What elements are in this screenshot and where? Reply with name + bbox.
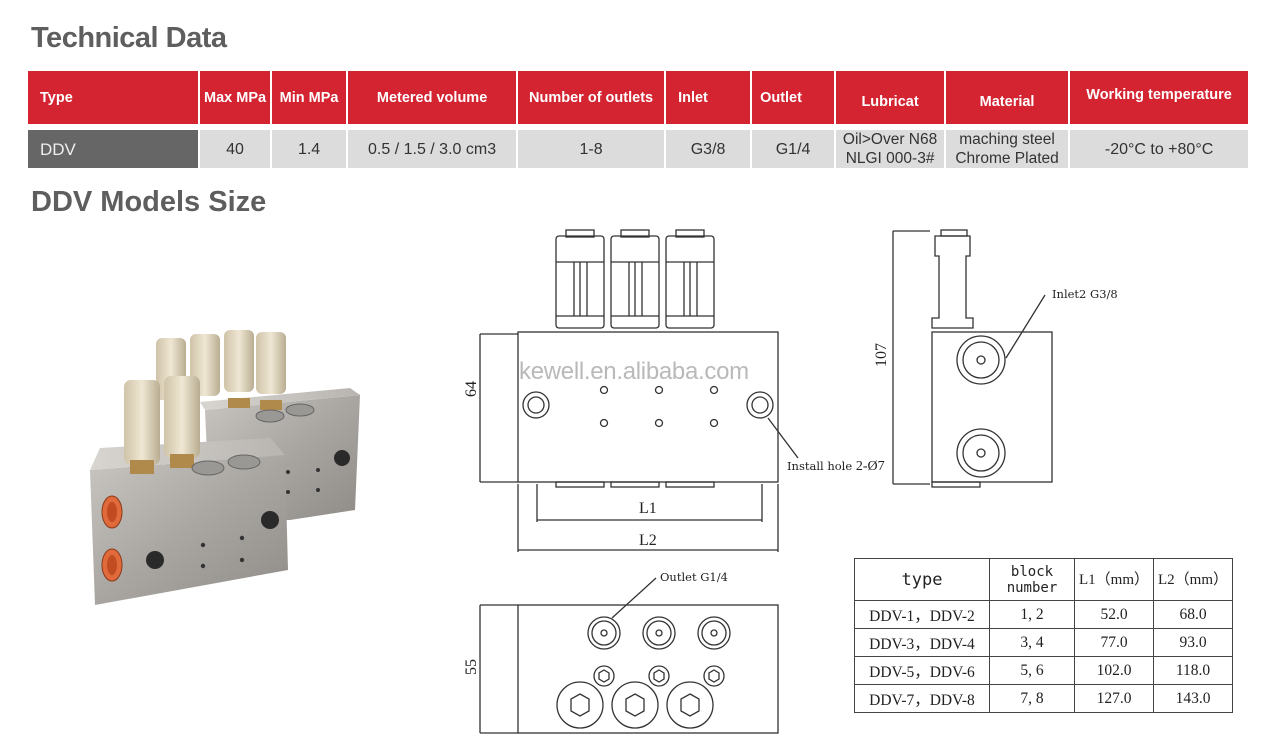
tech-table-header-row: Type Max MPa Min MPa Metered volume Numb… <box>28 71 1249 130</box>
outlet-label: Outlet G1/4 <box>660 570 728 584</box>
table-row: DDV-1，DDV-2 1, 2 52.0 68.0 <box>854 600 1233 629</box>
th-metered-volume: Metered volume <box>348 71 517 130</box>
cell-metered-volume: 0.5 / 1.5 / 3.0 cm3 <box>348 130 517 168</box>
th-number-of-outlets: Number of outlets <box>518 71 665 130</box>
cell-outlet: G1/4 <box>752 130 835 168</box>
cell-block: 3, 4 <box>989 628 1075 657</box>
material-line-2: Chrome Plated <box>955 150 1059 167</box>
th-l2: L2（mm） <box>1153 558 1233 601</box>
cell-block: 1, 2 <box>989 600 1075 629</box>
product-photo <box>90 330 360 605</box>
th-working-temperature: Working temperature <box>1070 71 1249 130</box>
lubricant-line-2: NLGI 000-3# <box>845 150 935 167</box>
size-table-header-row: type block number L1（mm） L2（mm） <box>854 558 1233 601</box>
cell-l2: 68.0 <box>1153 600 1233 629</box>
th-size-type: type <box>854 558 990 601</box>
tech-table-row: DDV 40 1.4 0.5 / 1.5 / 3.0 cm3 1-8 G3/8 … <box>28 130 1249 168</box>
models-size-table: type block number L1（mm） L2（mm） DDV-1，DD… <box>854 558 1233 713</box>
th-min-mpa: Min MPa <box>272 71 347 130</box>
cell-size-type: DDV-1，DDV-2 <box>854 600 990 629</box>
th-block-number: block number <box>989 558 1075 601</box>
front-fittings <box>124 376 261 476</box>
table-row: DDV-3，DDV-4 3, 4 77.0 93.0 <box>854 628 1233 657</box>
technical-data-heading: Technical Data <box>31 22 227 54</box>
watermark: kewell.en.alibaba.com <box>519 358 749 385</box>
front-view-fittings <box>555 229 715 488</box>
th-outlet: Outlet <box>752 71 835 130</box>
cell-working-temperature: -20°C to +80°C <box>1070 130 1249 168</box>
install-hole-value: 2-Ø7 <box>855 459 885 474</box>
th-material: Material <box>946 71 1069 130</box>
cell-l2: 143.0 <box>1153 684 1233 713</box>
cell-inlet: G3/8 <box>666 130 751 168</box>
side-height-dim: 107 <box>873 343 890 367</box>
th-type: Type <box>28 71 198 130</box>
technical-data-table: Type Max MPa Min MPa Metered volume Numb… <box>26 71 1250 168</box>
l1-label: L1 <box>639 500 657 517</box>
cell-block: 7, 8 <box>989 684 1075 713</box>
cell-size-type: DDV-3，DDV-4 <box>854 628 990 657</box>
th-lubricant: Lubricat <box>836 71 945 130</box>
th-inlet: Inlet <box>666 71 751 130</box>
cell-lubricant: Oil>Over N68 NLGI 000-3# <box>836 130 945 168</box>
bottom-view <box>479 577 779 734</box>
cell-size-type: DDV-7，DDV-8 <box>854 684 990 713</box>
material-line-1: maching steel <box>959 131 1055 148</box>
cell-l1: 127.0 <box>1074 684 1154 713</box>
bottom-height-dim: 55 <box>463 659 480 675</box>
cell-max-mpa: 40 <box>200 130 271 168</box>
cell-l2: 118.0 <box>1153 656 1233 685</box>
cell-block: 5, 6 <box>989 656 1075 685</box>
th-max-mpa: Max MPa <box>200 71 271 130</box>
cell-l1: 52.0 <box>1074 600 1154 629</box>
install-hole-text: Install hole <box>787 459 853 473</box>
cell-min-mpa: 1.4 <box>272 130 347 168</box>
cell-material: maching steel Chrome Plated <box>946 130 1069 168</box>
cell-size-type: DDV-5，DDV-6 <box>854 656 990 685</box>
cell-l1: 102.0 <box>1074 656 1154 685</box>
inlet-label: Inlet2 G3/8 <box>1052 287 1118 301</box>
front-view-body <box>517 331 779 483</box>
block-line-2: number <box>1006 579 1058 596</box>
cell-type: DDV <box>28 130 198 168</box>
lubricant-line-1: Oil>Over N68 <box>842 131 938 148</box>
l2-label: L2 <box>639 532 657 549</box>
block-line-1: block <box>1010 563 1054 580</box>
front-height-dim: 64 <box>463 381 480 397</box>
cell-l2: 93.0 <box>1153 628 1233 657</box>
side-view <box>892 229 1053 488</box>
table-row: DDV-7，DDV-8 7, 8 127.0 143.0 <box>854 684 1233 713</box>
models-size-heading: DDV Models Size <box>31 186 267 218</box>
th-l1: L1（mm） <box>1074 558 1154 601</box>
cell-outlets: 1-8 <box>518 130 665 168</box>
cell-l1: 77.0 <box>1074 628 1154 657</box>
install-hole-label: Install hole 2-Ø7 <box>787 459 885 475</box>
table-row: DDV-5，DDV-6 5, 6 102.0 118.0 <box>854 656 1233 685</box>
